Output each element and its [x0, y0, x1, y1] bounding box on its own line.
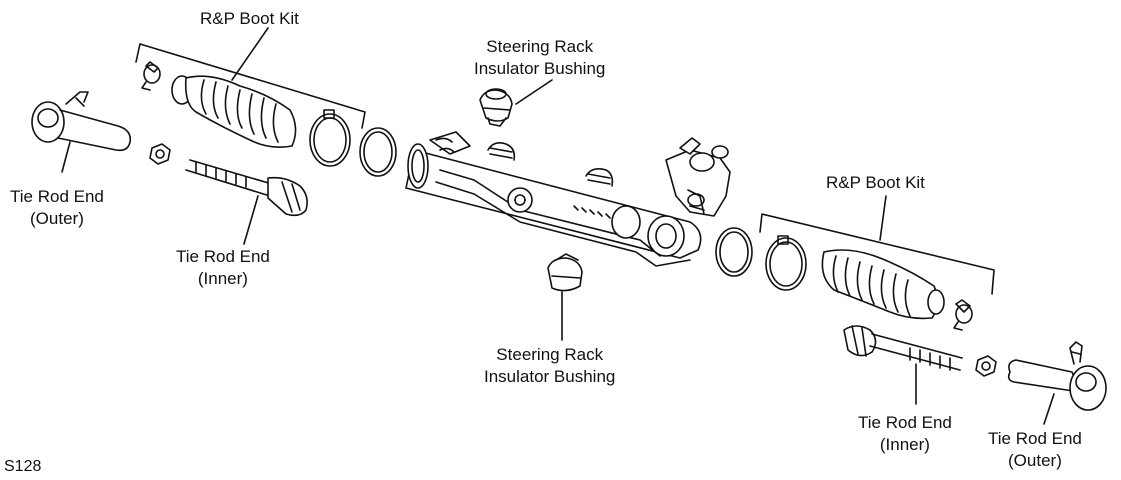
seal-ring-right [715, 227, 753, 277]
insulator-bushing-top [479, 79, 553, 127]
nut-left [149, 143, 171, 165]
boot-clamp-small-right [953, 299, 973, 331]
tie-rod-end-inner-left [185, 159, 308, 245]
rp-boot-right [821, 249, 945, 320]
tie-rod-end-inner-right [843, 325, 963, 405]
label-rp-boot-kit-right: R&P Boot Kit [826, 173, 925, 192]
steering-rack-housing [405, 131, 731, 267]
label-insulator-bushing-top: Steering Rack Insulator Bushing [474, 37, 606, 78]
boot-clamp-large-right [765, 235, 807, 291]
seal-ring-left [359, 127, 397, 177]
rp-boot-left [171, 75, 297, 148]
tie-rod-end-outer-right [1007, 341, 1107, 425]
nut-right [975, 355, 997, 377]
label-rp-boot-kit-left: R&P Boot Kit [200, 9, 299, 28]
boot-clamp-small-left [141, 61, 161, 91]
label-tie-rod-end-inner-right: Tie Rod End (Inner) [858, 413, 952, 454]
boot-clamp-large-left [309, 109, 351, 167]
label-tie-rod-end-inner-left: Tie Rod End (Inner) [176, 247, 270, 288]
label-tie-rod-end-outer-right: Tie Rod End (Outer) [988, 429, 1082, 470]
figure-id: S128 [4, 458, 42, 475]
tie-rod-end-outer-left [31, 91, 132, 173]
boot-kit-bracket-right [759, 195, 995, 295]
boot-kit-bracket-left [135, 27, 366, 129]
label-tie-rod-end-outer-left: Tie Rod End (Outer) [10, 187, 104, 228]
label-insulator-bushing-bottom: Steering Rack Insulator Bushing [484, 345, 616, 386]
insulator-bushing-bottom [547, 253, 583, 341]
